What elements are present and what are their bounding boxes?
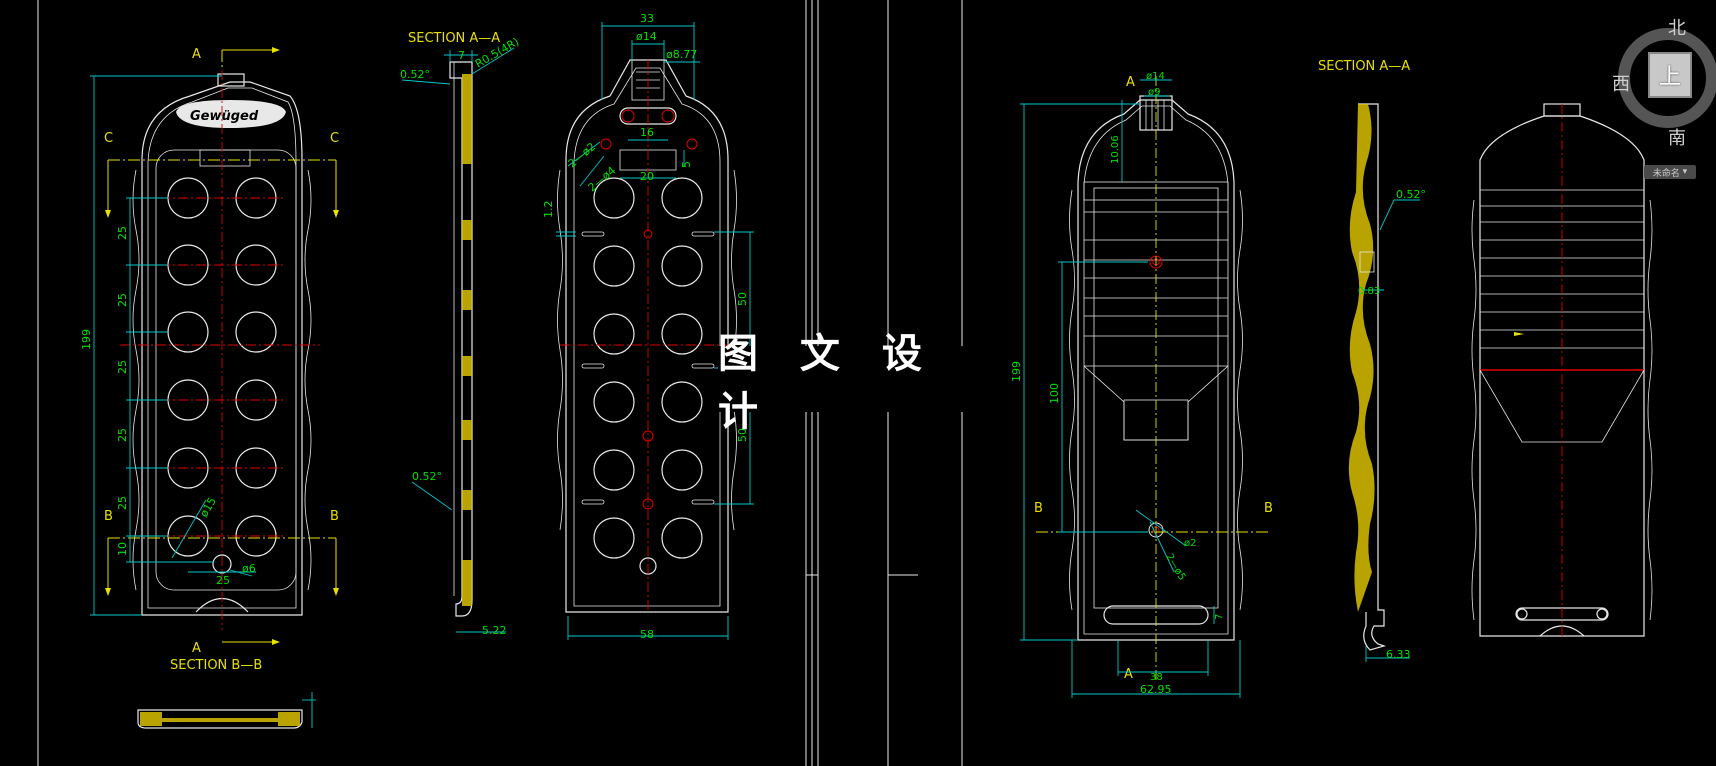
dim-rib-thickness: 1.2 bbox=[542, 201, 555, 219]
right-dim-shoulder-height: 10.06 bbox=[1110, 135, 1121, 164]
dim-pitch-2: 25 bbox=[116, 293, 129, 307]
dim-offset: 10 bbox=[116, 542, 129, 556]
wcs-label: 未命名 bbox=[1652, 168, 1680, 179]
section-mark-b-left: B bbox=[104, 509, 113, 524]
dim-pitch-4: 25 bbox=[116, 428, 129, 442]
watermark-text: 图 文 设 计 bbox=[718, 330, 936, 435]
watermark-banner: 图 文 设 计 bbox=[718, 330, 990, 435]
section-mark-b-right: B bbox=[330, 509, 339, 524]
right-dim-neck-diameter: ø14 bbox=[1146, 71, 1165, 82]
dim-thickness: 5.22 bbox=[482, 624, 507, 637]
right-section-mark-b-right: B bbox=[1264, 501, 1273, 516]
left-back-view: 33 ø14 ø8.77 16 20 2—ø2 2—ø4 1.2 5 50 50… bbox=[542, 12, 754, 641]
brand-logo-text: Gewüged bbox=[190, 109, 259, 124]
right-dim-rib-thickness: 0.83 bbox=[1358, 286, 1380, 297]
dim-small-hole: ø6 bbox=[242, 562, 256, 575]
compass-west-label[interactable]: 西 bbox=[1612, 74, 1630, 95]
section-mark-a-top: A bbox=[192, 47, 201, 62]
viewcube-top-face[interactable]: 上 bbox=[1648, 52, 1692, 98]
right-dim-boss-holes: 2—ø5 bbox=[1163, 552, 1187, 582]
dim-pin-spacing: 16 bbox=[640, 126, 654, 139]
right-dim-boss-spacing: 100 bbox=[1048, 383, 1061, 404]
dim-slot-width: 20 bbox=[640, 170, 654, 183]
dim-boss-holes: 2—ø4 bbox=[586, 164, 619, 194]
wcs-dropdown[interactable]: 未命名 ▾ bbox=[1644, 165, 1696, 179]
dim-pitch-5: 25 bbox=[116, 496, 129, 510]
left-section-aa-view: SECTION A—A 7 0.52° R0.5(4R) 0.52° 5.22 bbox=[400, 31, 521, 637]
dim-draft-angle-top: 0.52° bbox=[400, 68, 430, 81]
viewcube-navigator[interactable]: 北 西 南 上 未命名 ▾ bbox=[1612, 14, 1716, 179]
dim-hole-spacing: 25 bbox=[216, 574, 230, 587]
dim-neck-diameter: ø14 bbox=[636, 30, 657, 43]
dim-draft-angle-bottom: 0.52° bbox=[412, 470, 442, 483]
dim-rib-pitch-1: 50 bbox=[736, 292, 749, 306]
compass-south-label[interactable]: 南 bbox=[1668, 128, 1686, 149]
dim-pitch-1: 25 bbox=[116, 226, 129, 240]
dim-overall-length: 199 bbox=[80, 329, 93, 350]
right-section-aa-view: SECTION A—A 0.52° 0.83 6.33 bbox=[1318, 59, 1426, 662]
dim-pin-holes: 2—ø2 bbox=[566, 140, 599, 170]
dim-wall-width: 7 bbox=[458, 49, 465, 62]
dim-hole-diameter: ø15 bbox=[197, 495, 219, 519]
right-dim-slot-height: 7 bbox=[1214, 614, 1225, 620]
right-dim-draft-angle: 0.52° bbox=[1396, 188, 1426, 201]
dim-slot-height: 5 bbox=[680, 161, 693, 168]
right-section-mark-a-bottom: A bbox=[1124, 667, 1133, 682]
right-dim-overall-width: 62.95 bbox=[1140, 683, 1172, 696]
dim-inner-diameter: ø8.77 bbox=[666, 48, 697, 61]
section-mark-c-left: C bbox=[104, 131, 113, 146]
dim-pitch-3: 25 bbox=[116, 360, 129, 374]
right-dim-thickness: 6.33 bbox=[1386, 648, 1411, 661]
left-front-view: Gewüged bbox=[80, 47, 339, 656]
section-b-b-title: SECTION B—B bbox=[170, 658, 262, 673]
dim-overall-width: 58 bbox=[640, 628, 654, 641]
right-section-mark-a-top: A bbox=[1126, 75, 1135, 90]
dim-top-width: 33 bbox=[640, 12, 654, 25]
right-dim-inner-diameter: ø9 bbox=[1148, 87, 1160, 98]
section-mark-c-right: C bbox=[330, 131, 339, 146]
right-section-mark-b-left: B bbox=[1034, 501, 1043, 516]
compass-north-label[interactable]: 北 bbox=[1668, 18, 1686, 39]
right-section-aa-title: SECTION A—A bbox=[1318, 59, 1410, 74]
right-dim-slot-width: 38 bbox=[1150, 672, 1163, 683]
right-dim-overall-length: 199 bbox=[1010, 361, 1023, 382]
section-mark-a-bottom: A bbox=[192, 641, 201, 656]
right-front-view: A A B B ø14 ø9 10.06 199 100 ø2 2—ø5 7 3… bbox=[1010, 71, 1273, 698]
chevron-down-icon: ▾ bbox=[1682, 167, 1688, 177]
right-side-view bbox=[1471, 103, 1653, 637]
section-b-b-view: SECTION B—B bbox=[137, 658, 316, 729]
right-dim-pin-diameter: ø2 bbox=[1184, 538, 1196, 549]
dim-rib-pitch-2: 50 bbox=[736, 428, 749, 442]
left-section-aa-title: SECTION A—A bbox=[408, 31, 500, 46]
